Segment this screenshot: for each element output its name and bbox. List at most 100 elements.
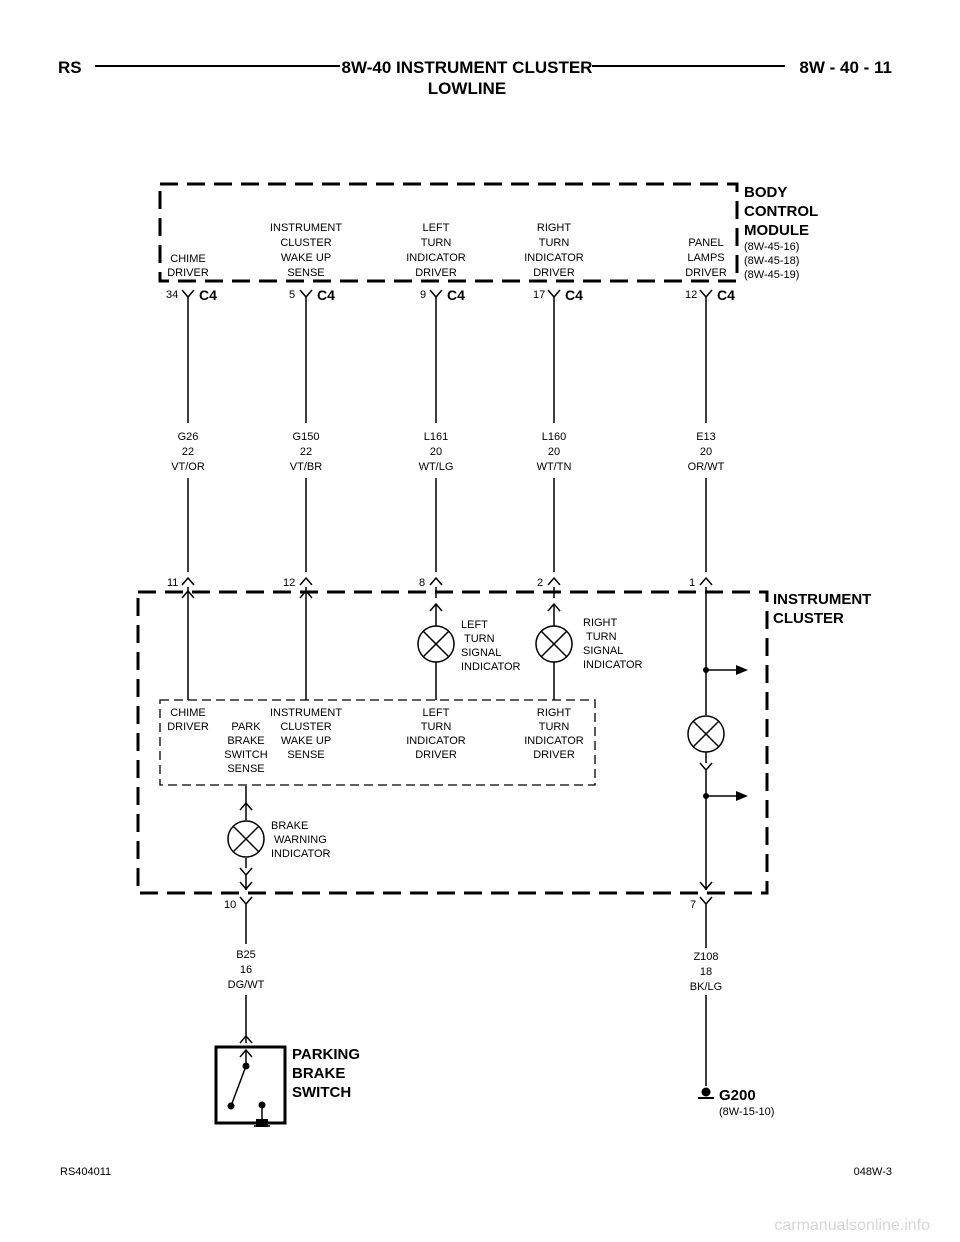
header-page-ref: 8W - 40 - 11	[799, 58, 892, 77]
right-turn-signal-lamp-icon	[535, 625, 573, 663]
instrument-cluster: INSTRUMENT CLUSTER 11 12 8 2 1	[136, 576, 871, 895]
svg-text:22: 22	[182, 446, 194, 458]
svg-text:BRAKE: BRAKE	[271, 820, 308, 832]
svg-text:12: 12	[283, 577, 295, 589]
svg-text:SIGNAL: SIGNAL	[461, 647, 501, 659]
bcm-ref-2: (8W-45-18)	[744, 255, 799, 267]
svg-text:Z108: Z108	[693, 951, 718, 963]
svg-text:11: 11	[167, 577, 178, 589]
bcm-left-turn-label-4: DRIVER	[415, 267, 457, 279]
panel-lamp-icon	[687, 715, 725, 753]
wire-label-g26: G26 22 VT/OR	[171, 431, 205, 473]
lower-wires	[239, 904, 707, 1086]
left-turn-lamp-label: LEFT TURN SIGNAL INDICATOR	[461, 619, 521, 673]
switch-contact-icon	[230, 1048, 270, 1127]
bcm-connector-pin-34: 34 C4	[166, 287, 217, 303]
bcm-right-turn-label-2: TURN	[539, 237, 570, 249]
cluster-pin-11: 11	[167, 576, 195, 589]
bcm-panel-lamps-label-1: PANEL	[688, 237, 723, 249]
svg-text:16: 16	[240, 964, 252, 976]
svg-text:WAKE UP: WAKE UP	[281, 735, 331, 747]
svg-text:C4: C4	[447, 287, 465, 303]
footer-left-code: RS404011	[60, 1166, 111, 1178]
svg-text:TURN: TURN	[539, 721, 570, 733]
wire-label-z108: Z108 18 BK/LG	[690, 951, 722, 993]
svg-text:INDICATOR: INDICATOR	[524, 735, 584, 747]
svg-text:BK/LG: BK/LG	[690, 981, 722, 993]
svg-text:TURN: TURN	[586, 631, 617, 643]
svg-text:TURN: TURN	[421, 721, 452, 733]
ground-name: G200	[719, 1087, 756, 1104]
header-subtitle: LOWLINE	[428, 79, 506, 98]
ground-ref: (8W-15-10)	[719, 1106, 774, 1118]
svg-text:LEFT: LEFT	[461, 619, 488, 631]
inner-left-turn-label: LEFT TURN INDICATOR DRIVER	[406, 707, 466, 761]
inner-right-turn-label: RIGHT TURN INDICATOR DRIVER	[524, 707, 584, 761]
parking-brake-label-1: PARKING	[292, 1046, 360, 1063]
svg-text:INDICATOR: INDICATOR	[461, 661, 521, 673]
bcm-chime-label-2: DRIVER	[167, 267, 209, 279]
body-control-module: BODY CONTROL MODULE (8W-45-16) (8W-45-18…	[158, 182, 818, 303]
cluster-outline	[136, 590, 769, 895]
bcm-name-line-2: CONTROL	[744, 203, 818, 220]
bcm-connector-pin-9: 9 C4	[420, 287, 465, 303]
bcm-right-turn-label-1: RIGHT	[537, 222, 572, 234]
wire-label-l160: L160 20 WT/TN	[537, 431, 572, 473]
svg-text:INSTRUMENT: INSTRUMENT	[270, 707, 342, 719]
svg-text:17: 17	[533, 289, 545, 301]
parking-brake-switch: PARKING BRAKE SWITCH	[214, 1045, 360, 1127]
cluster-inner-module	[159, 699, 596, 786]
bcm-panel-lamps-label-2: LAMPS	[687, 252, 724, 264]
svg-text:5: 5	[289, 289, 295, 301]
cluster-pin-12: 12	[283, 576, 313, 589]
bcm-connector-pin-5: 5 C4	[289, 287, 335, 303]
bcm-outline	[158, 182, 739, 283]
ground-g200: G200 (8W-15-10)	[698, 1087, 774, 1118]
bcm-left-turn-label-1: LEFT	[423, 222, 450, 234]
header-title: 8W-40 INSTRUMENT CLUSTER	[342, 58, 593, 77]
svg-text:DRIVER: DRIVER	[167, 721, 209, 733]
bcm-wake-label-3: WAKE UP	[281, 252, 331, 264]
svg-text:DG/WT: DG/WT	[228, 979, 265, 991]
svg-text:8: 8	[419, 577, 425, 589]
wire-label-g150: G150 22 VT/BR	[290, 431, 322, 473]
svg-text:TURN: TURN	[464, 633, 495, 645]
footer-right-code: 048W-3	[854, 1166, 892, 1178]
svg-text:WT/LG: WT/LG	[419, 461, 454, 473]
svg-text:E13: E13	[696, 431, 716, 443]
svg-text:VT/BR: VT/BR	[290, 461, 322, 473]
svg-text:B25: B25	[236, 949, 256, 961]
cluster-bottom-pins: 10 7	[224, 896, 713, 911]
cluster-name-line-2: CLUSTER	[773, 610, 844, 627]
cluster-pin-10: 10	[224, 899, 236, 911]
svg-text:2: 2	[537, 577, 543, 589]
cluster-pin-2: 2	[537, 576, 561, 589]
upper-wires	[187, 297, 707, 572]
svg-text:G26: G26	[178, 431, 199, 443]
svg-text:34: 34	[166, 289, 178, 301]
bcm-panel-lamps-label-3: DRIVER	[685, 267, 727, 279]
cluster-pin-8: 8	[419, 576, 443, 589]
svg-text:1: 1	[689, 577, 695, 589]
cluster-name-line-1: INSTRUMENT	[773, 591, 871, 608]
svg-text:12: 12	[685, 289, 697, 301]
right-turn-lamp-label: RIGHT TURN SIGNAL INDICATOR	[583, 617, 643, 671]
bcm-name-line-3: MODULE	[744, 222, 809, 239]
svg-text:CHIME: CHIME	[170, 707, 205, 719]
svg-text:G150: G150	[293, 431, 320, 443]
cluster-pin-1: 1	[689, 576, 713, 589]
svg-text:L160: L160	[542, 431, 566, 443]
svg-text:SENSE: SENSE	[287, 749, 324, 761]
svg-text:C4: C4	[717, 287, 735, 303]
svg-text:20: 20	[700, 446, 712, 458]
svg-text:PARK: PARK	[231, 721, 261, 733]
svg-text:CLUSTER: CLUSTER	[280, 721, 331, 733]
bcm-left-turn-label-2: TURN	[421, 237, 452, 249]
watermark: carmanualsonline.info	[774, 1217, 930, 1234]
inner-wake-up-label: INSTRUMENT CLUSTER WAKE UP SENSE	[270, 707, 342, 761]
svg-text:RIGHT: RIGHT	[583, 617, 618, 629]
svg-text:L161: L161	[424, 431, 448, 443]
bcm-name-line-1: BODY	[744, 184, 787, 201]
header-left-code: RS	[58, 58, 82, 77]
